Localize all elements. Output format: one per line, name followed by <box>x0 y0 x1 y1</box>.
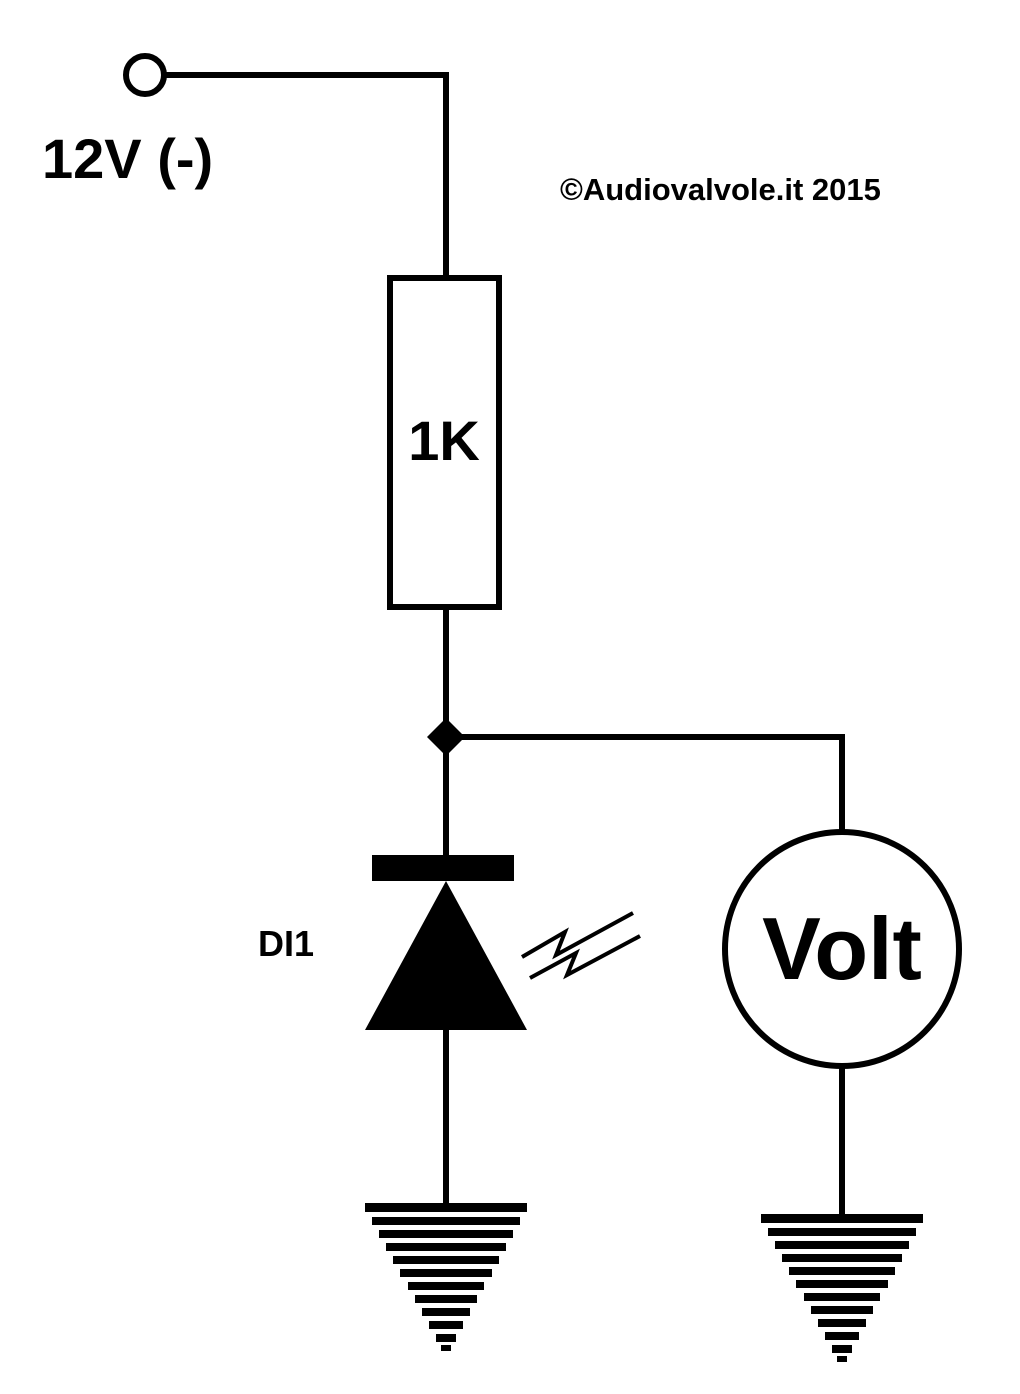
resistor-label: 1K <box>408 409 480 472</box>
supply-label: 12V (-) <box>42 127 213 190</box>
copyright-label: ©Audiovalvole.it 2015 <box>560 172 881 207</box>
diode-cathode-bar <box>372 855 514 881</box>
diode-label: DI1 <box>258 923 314 964</box>
supply-wire <box>161 72 449 281</box>
junction-to-meter-wire <box>443 734 845 835</box>
diode-triangle <box>365 881 527 1030</box>
ground-symbol-left <box>365 1203 527 1351</box>
voltmeter-label: Volt <box>762 899 922 998</box>
supply-terminal <box>123 53 167 97</box>
light-emission-icon <box>520 911 641 980</box>
ground-symbol-right <box>761 1214 923 1362</box>
